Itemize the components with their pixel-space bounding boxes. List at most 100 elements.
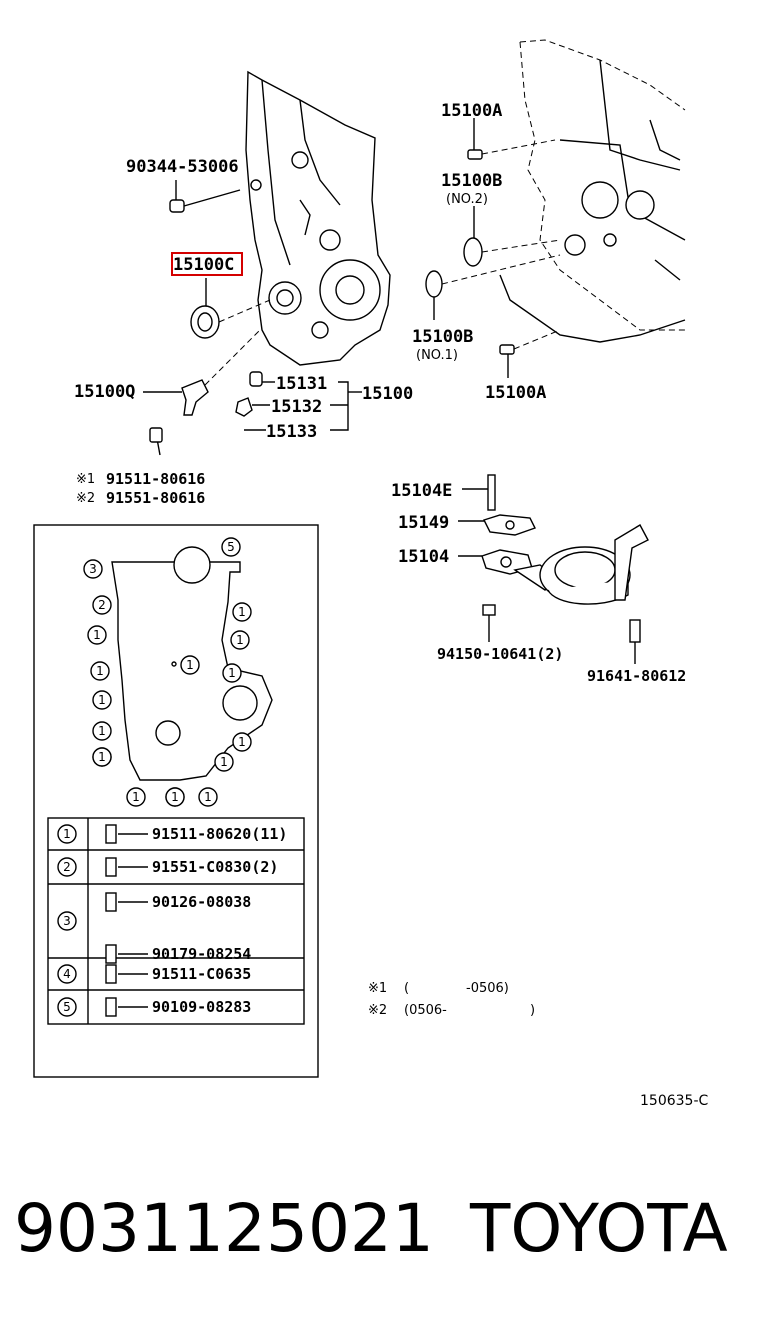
gasket-marker-label: 1 [204,790,212,804]
gasket-marker-label: 1 [220,755,228,769]
callout-15104: 15104 [398,547,449,567]
bolt-table-row: 5 90109-08283 [57,997,251,1017]
bolt-table-key: 1 [63,827,71,841]
gasket-marker: 5 [221,537,241,557]
gasket-marker-label: 1 [228,666,236,680]
gasket-marker-label: 1 [98,750,106,764]
bolt-table-row: 2 91551-C0830(2) [57,857,278,877]
callout-15100q: 15100Q [74,382,135,402]
bolt-table-part: 91551-C0830(2) [152,858,278,876]
note-mark-1: ※1 [76,472,95,487]
callout-15149: 15149 [398,513,449,533]
gasket-marker: 1 [92,721,112,741]
bolt-icon [105,857,117,877]
legend-range-1-close: -0506) [466,981,509,996]
gasket-marker: 1 [230,630,250,650]
gasket-marker-label: 1 [98,693,106,707]
gasket-marker: 1 [232,732,252,752]
part-number: 9031125021 [14,1190,434,1267]
callout-15131: 15131 [276,374,327,394]
gasket-marker: 3 [83,559,103,579]
gasket-marker: 1 [87,625,107,645]
bolt-icon [105,824,117,844]
callout-no2: (NO.2) [446,192,488,207]
oil-strainer-drawing [458,474,649,664]
bolt-table-key: 4 [63,967,71,981]
gasket-marker-label: 1 [238,605,246,619]
bolt-icon [105,944,117,964]
callout-90344-53006: 90344-53006 [126,157,239,177]
legend-mark-2: ※2 [368,1003,387,1018]
bolt-table-part: 91511-80620(11) [152,825,287,843]
gasket-markers: 3211111115111111111 [83,537,252,807]
callout-15132: 15132 [271,397,322,417]
gasket-marker: 1 [180,655,200,675]
gasket-marker: 1 [222,663,242,683]
callout-15100: 15100 [362,384,413,404]
gasket-marker-label: 1 [238,735,246,749]
callout-91641: 91641-80612 [587,667,686,685]
callout-15100b-top: 15100B [441,171,502,191]
bolt-table-key: 5 [63,1000,71,1014]
leader-lines [143,118,509,431]
bolt-table-part: 90179-08254 [152,945,251,963]
note-part-2: 91551-80616 [106,489,205,507]
gasket-marker-label: 2 [98,598,106,612]
legend-range-1-open: ( [404,981,409,996]
inset-frame [33,524,319,1078]
engine-block-drawing [499,39,686,343]
gasket-marker: 1 [165,787,185,807]
note-mark-2: ※2 [76,491,95,506]
gasket-marker: 1 [232,602,252,622]
gasket-marker-label: 3 [89,562,97,576]
gasket-marker: 1 [214,752,234,772]
legend-range-2-close: ) [530,1003,535,1018]
bolt-table-part: 90126-08038 [152,893,251,911]
gasket-marker: 2 [92,595,112,615]
bolt-table-row: 1 91511-80620(11) [57,824,287,844]
gasket-inset: 3211111115111111111 [33,524,319,1078]
callout-no1: (NO.1) [416,348,458,363]
callout-15133: 15133 [266,422,317,442]
gasket-marker-label: 1 [171,790,179,804]
bolt-table-key: 2 [63,860,71,874]
callout-labels: 90344-53006 15100C 15100Q 15131 15132 15… [74,101,686,685]
gasket-marker-label: 1 [93,628,101,642]
gasket-marker-label: 5 [227,540,235,554]
bolt-table-part: 90109-08283 [152,998,251,1016]
gasket-marker: 1 [90,661,110,681]
legend-range-2-open: (0506- [404,1003,447,1018]
legend-notes: ※1 ( -0506) ※2 (0506- ) [368,981,535,1018]
callout-15100c: 15100C [173,255,234,275]
brand-name: TOYOTA [470,1190,728,1267]
callout-15104e: 15104E [391,481,452,501]
timing-chain-cover-drawing [245,70,391,366]
gasket-marker-label: 1 [236,633,244,647]
bolt-table-rows: 1 91511-80620(11) 2 91551-C0830(2) 3 90126-08… [57,824,287,1017]
highlight-box [171,252,243,276]
gasket-marker-label: 1 [132,790,140,804]
gasket-marker: 1 [92,747,112,767]
bolt-notes: ※1 91511-80616 ※2 91551-80616 [76,470,205,507]
bolt-icon [105,997,117,1017]
gasket-marker-label: 1 [96,664,104,678]
gasket-marker: 1 [92,690,112,710]
gasket-marker: 1 [198,787,218,807]
note-part-1: 91511-80616 [106,470,205,488]
callout-15100a-top: 15100A [441,101,502,121]
callout-15100b-mid: 15100B [412,327,473,347]
bolt-table-key: 3 [63,914,71,928]
gasket-marker-label: 1 [186,658,194,672]
legend-mark-1: ※1 [368,981,387,996]
bolt-table-row: 3 90126-08038 90179-08254 [57,892,251,964]
bolt-icon [105,964,117,984]
callout-15100a-bot: 15100A [485,383,546,403]
cover-small-parts [149,189,271,456]
diagram-code: 150635-C [640,1093,709,1109]
gasket-marker-label: 1 [98,724,106,738]
callout-94150: 94150-10641(2) [437,645,563,663]
bolt-table: 1 91511-80620(11) 2 91551-C0830(2) 3 90126-08… [47,817,305,1025]
gasket-marker: 1 [126,787,146,807]
